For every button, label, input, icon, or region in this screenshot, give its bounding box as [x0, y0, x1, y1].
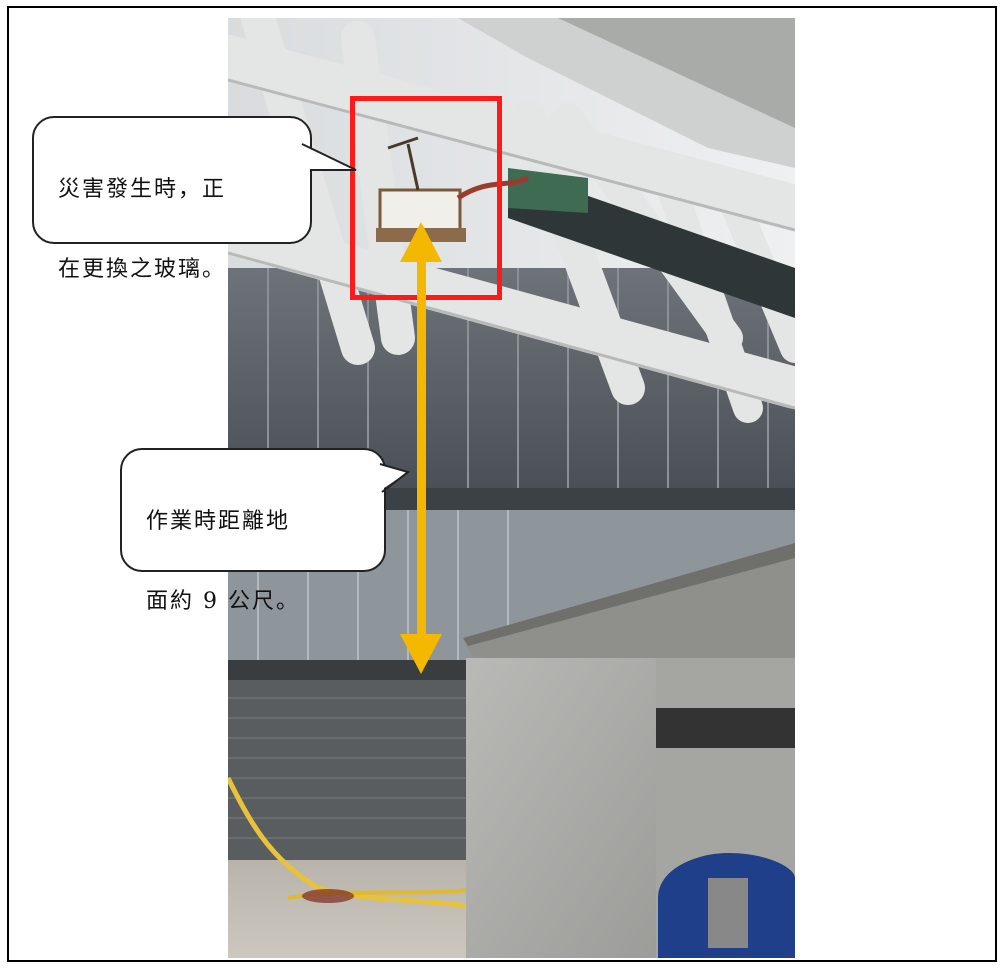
- height-measure-arrow: [400, 222, 442, 674]
- caution-tape: [228, 776, 479, 911]
- ground-floor-shutter: [228, 680, 468, 860]
- callout-height-tail: [378, 463, 411, 493]
- callout-working-height: 作業時距離地 面約 9 公尺。: [120, 448, 386, 614]
- horizontal-beam-top: [228, 35, 795, 231]
- callout-glass-replacement: 災害發生時，正 在更換之玻璃。: [32, 116, 312, 282]
- callout-glass-line2: 在更換之玻璃。: [58, 257, 227, 282]
- entrance-granite-wall: [466, 658, 656, 958]
- callout-height-line2: 面約 9 公尺。: [146, 589, 300, 614]
- building-photo: [228, 18, 795, 958]
- callout-glass-line1: 災害發生時，正: [58, 177, 227, 202]
- callout-glass-tail: [300, 143, 357, 171]
- callout-height-line1: 作業時距離地: [146, 509, 291, 534]
